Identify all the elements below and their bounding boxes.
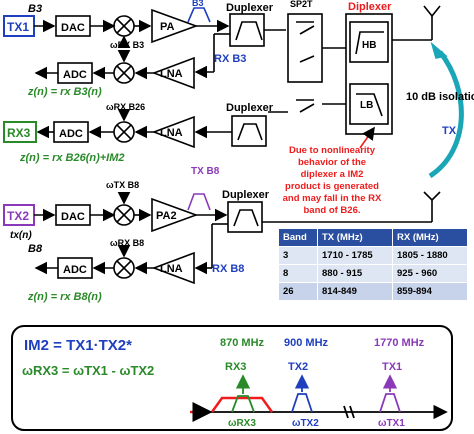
tx2-spectrum: [291, 393, 313, 413]
label-isolation: 10 dB isolation: [406, 91, 474, 103]
label-dac-1: DAC: [61, 22, 85, 34]
label-b3-top: B3: [192, 0, 204, 8]
table-cell: 880 - 915: [317, 264, 393, 283]
band-header: Band: [278, 228, 318, 247]
tx1-spectrum: [379, 393, 401, 413]
label-adc-3: ADC: [63, 264, 87, 276]
label-w-tx2: ωTX2: [292, 418, 319, 429]
label-b3: B3: [28, 3, 42, 15]
label-tx2-spec: TX2: [288, 361, 308, 373]
lna-b26: [151, 115, 195, 149]
label-zn-b26: z(n) = rx B26(n)+IM2: [19, 152, 125, 164]
antenna-bottom: [423, 191, 441, 202]
table-cell: 1710 - 1785: [317, 246, 393, 265]
pa2-amp: [151, 197, 199, 233]
sp2t-switch-2: [288, 90, 322, 126]
antenna-top: [423, 5, 441, 18]
label-rx-b3: RX B3: [214, 53, 246, 65]
label-w-eq: ωRX3 = ωTX1 - ωTX2: [22, 363, 154, 378]
label-lna-b26: LNA: [160, 127, 183, 139]
label-870: 870 MHz: [220, 337, 265, 349]
table-cell: 3: [278, 246, 318, 265]
isolation-arrow: [428, 50, 464, 179]
label-tx1: TX1: [7, 20, 29, 34]
table-cell: 814-849: [317, 282, 393, 301]
label-hb: HB: [362, 40, 376, 51]
label-dac-2: DAC: [61, 211, 85, 223]
diplexer-note: Due to nonlinearity behavior of the dipl…: [282, 145, 382, 216]
label-rx3-spec: RX3: [225, 361, 246, 373]
label-adc-1: ADC: [63, 69, 87, 81]
label-tx-b8: TX B8: [191, 166, 220, 177]
duplexer-box-2: [231, 115, 267, 147]
label-w-tx1: ωTX1: [378, 418, 405, 429]
label-duplexer-1: Duplexer: [226, 2, 274, 14]
table-row: 3 1710 - 1785 1805 - 1880: [278, 246, 468, 265]
band-table-header: Band TX (MHz) RX (MHz): [278, 228, 468, 247]
label-tx2: TX2: [7, 209, 29, 223]
lna-b8: [151, 251, 195, 285]
label-zn-b8: z(n) = rx B8(n): [27, 291, 102, 303]
rx3-box: [3, 121, 37, 143]
label-im2-eq: IM2 = TX1·TX2*: [24, 337, 132, 354]
band-table: Band TX (MHz) RX (MHz) 3 1710 - 1785 180…: [278, 228, 468, 301]
rx3-spectrum: [231, 395, 255, 413]
tx-header: TX (MHz): [317, 228, 393, 247]
table-cell: 26: [278, 282, 318, 301]
label-w-rx-b8: ωRX B8: [110, 238, 144, 248]
label-900: 900 MHz: [284, 337, 329, 349]
label-rx3: RX3: [7, 126, 31, 140]
label-b8: B8: [28, 243, 43, 255]
pa-amp: [151, 8, 199, 44]
table-cell: 1805 - 1880: [392, 246, 468, 265]
label-rx-b8: RX B8: [212, 263, 244, 275]
label-duplexer-3: Duplexer: [222, 189, 270, 201]
label-sp2t: SP2T: [290, 0, 313, 9]
label-tx1-spec: TX1: [382, 361, 402, 373]
label-duplexer-2: Duplexer: [226, 102, 274, 114]
label-lb: LB: [360, 100, 373, 111]
table-row: 26 814-849 859-894: [278, 282, 468, 301]
label-w-rx-b3: ωRX B3: [110, 40, 144, 50]
label-1770: 1770 MHz: [374, 337, 425, 349]
label-w-rx-b26: ωRX B26: [106, 102, 145, 112]
rx-header: RX (MHz): [392, 228, 468, 247]
rx-band-shape: [210, 396, 274, 413]
label-lna-b8: LNA: [160, 263, 183, 275]
duplexer-box-3: [227, 201, 263, 233]
label-pa: PA: [160, 21, 175, 33]
table-cell: 8: [278, 264, 318, 283]
sp2t-switch: [287, 13, 323, 83]
label-pa2: PA2: [156, 210, 177, 222]
label-diplexer: Diplexer: [348, 1, 392, 13]
label-tx: TX: [442, 125, 457, 137]
im2-box: [11, 325, 453, 431]
label-lna-b3: LNA: [160, 68, 183, 80]
label-adc-2: ADC: [59, 128, 83, 140]
lna-b3: [151, 56, 195, 90]
label-w-rx3: ωRX3: [228, 418, 256, 429]
label-zn-b3: z(n) = rx B3(n): [27, 86, 102, 98]
table-cell: 859-894: [392, 282, 468, 301]
spectrum-break: [343, 405, 355, 419]
table-cell: 925 - 960: [392, 264, 468, 283]
label-w-tx-b8: ωTX B8: [106, 180, 139, 190]
label-txn: tx(n): [10, 230, 32, 241]
table-row: 8 880 - 915 925 - 960: [278, 264, 468, 283]
